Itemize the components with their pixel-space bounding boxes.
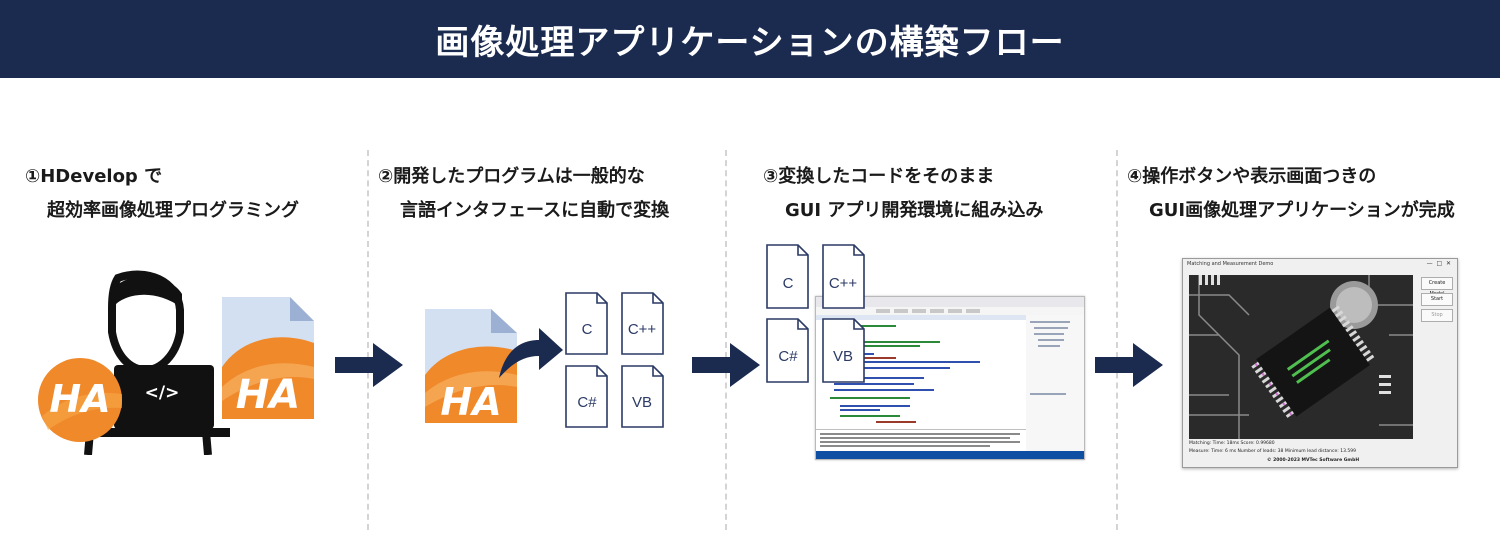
pcb-image — [1189, 275, 1413, 439]
cpp-label-3: C++ — [829, 275, 858, 292]
matching-stat: Matching: Time: 18ms Score: 0.99680 — [1189, 441, 1275, 446]
step-2-line2: 言語インタフェースに自動で変換 — [400, 200, 670, 221]
code-icon: </> — [144, 383, 180, 403]
divider-1 — [367, 150, 369, 530]
step-4-line2: GUI画像処理アプリケーションが完成 — [1149, 200, 1455, 221]
flow-arrow-1 — [335, 343, 403, 387]
window-controls-icon: — □ ✕ — [1426, 260, 1451, 267]
stop-button[interactable]: Stop — [1421, 309, 1453, 322]
divider-2 — [725, 150, 727, 530]
hdevelop-file-logo-text: HA — [235, 372, 301, 418]
ide-screenshot — [815, 296, 1085, 460]
csharp-label-3: C# — [778, 348, 798, 365]
vb-file-icon-3 — [822, 318, 865, 383]
cpp-file-icon — [621, 292, 664, 355]
cpp-label: C++ — [628, 321, 657, 338]
step-2-line1: ②開発したプログラムは一般的な — [378, 166, 645, 187]
cpp-file-icon-3 — [822, 244, 865, 309]
hdevelop-file-logo-text-2: HA — [440, 380, 502, 424]
c-file-icon-3 — [766, 244, 809, 309]
app-window-title: Matching and Measurement Demo — [1187, 261, 1274, 267]
step-4-line1: ④操作ボタンや表示画面つきの — [1127, 166, 1377, 187]
c-label-3: C — [783, 275, 794, 292]
step-1-line2: 超効率画像処理プログラミング — [47, 200, 299, 221]
step-1-line1: ①HDevelop で — [25, 166, 163, 187]
csharp-label: C# — [577, 394, 597, 411]
vb-label: VB — [632, 394, 652, 411]
vb-label-3: VB — [833, 348, 853, 365]
c-label: C — [582, 321, 593, 338]
step-3-text: ③変換したコードをそのまま GUI アプリ開発環境に組み込み — [763, 160, 1043, 228]
application-window: Matching and Measurement Demo — □ ✕ — [1182, 258, 1458, 468]
language-files-step2: C C++ C# VB — [565, 292, 664, 428]
csharp-file-icon — [565, 365, 608, 428]
laptop-icon — [114, 365, 214, 429]
create-model-button[interactable]: Create Model — [1421, 277, 1453, 297]
halcon-circle-logo — [38, 358, 122, 442]
page-title: 画像処理アプリケーションの構築フロー — [0, 0, 1500, 78]
step-4-text: ④操作ボタンや表示画面つきの GUI画像処理アプリケーションが完成 — [1127, 160, 1455, 228]
step-3-line1: ③変換したコードをそのまま — [763, 166, 995, 187]
export-arrow-icon — [499, 328, 563, 378]
c-file-icon — [565, 292, 608, 355]
flow-arrow-3 — [1095, 343, 1163, 387]
hdevelop-file-icon-2 — [425, 309, 517, 423]
hdevelop-file-icon — [222, 297, 314, 419]
step-3-line2: GUI アプリ開発環境に組み込み — [785, 200, 1044, 221]
step-1-text: ①HDevelop で 超効率画像処理プログラミング — [25, 160, 299, 228]
flow-arrow-2 — [692, 343, 760, 387]
divider-3 — [1116, 150, 1118, 530]
csharp-file-icon-3 — [766, 318, 809, 383]
language-files-step3: C C++ C# VB — [766, 244, 865, 383]
step-2-text: ②開発したプログラムは一般的な 言語インタフェースに自動で変換 — [378, 160, 669, 228]
copyright-text: © 2000-2023 MVTec Software GmbH — [1267, 458, 1360, 463]
halcon-circle-logo-text: HA — [49, 377, 111, 421]
vb-file-icon — [621, 365, 664, 428]
measure-stat: Measure: Time: 6 ms Number of leads: 38 … — [1189, 449, 1356, 454]
start-button[interactable]: Start — [1421, 293, 1453, 306]
